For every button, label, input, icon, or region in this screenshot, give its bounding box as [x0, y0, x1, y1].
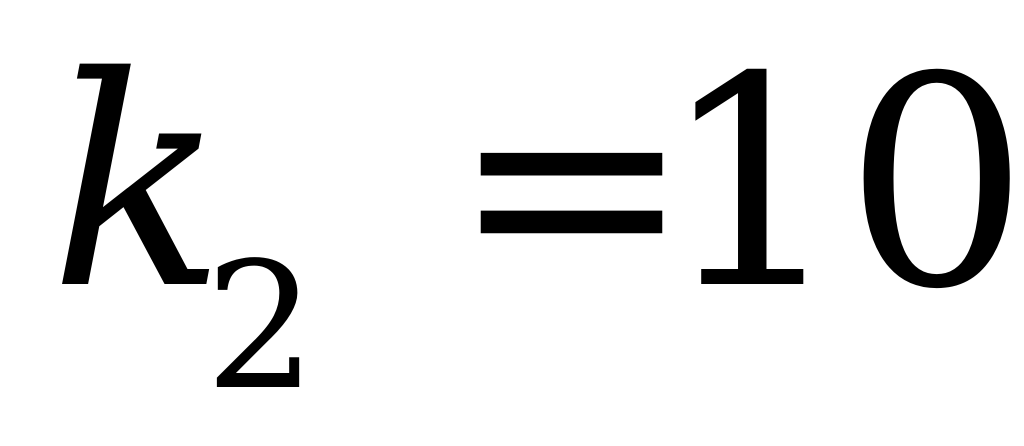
equation-value: 10 [660, 16, 1024, 353]
equals-sign: = [450, 16, 693, 353]
equation-variable: k [50, 16, 226, 353]
equation-subscript: 2 [205, 226, 317, 429]
